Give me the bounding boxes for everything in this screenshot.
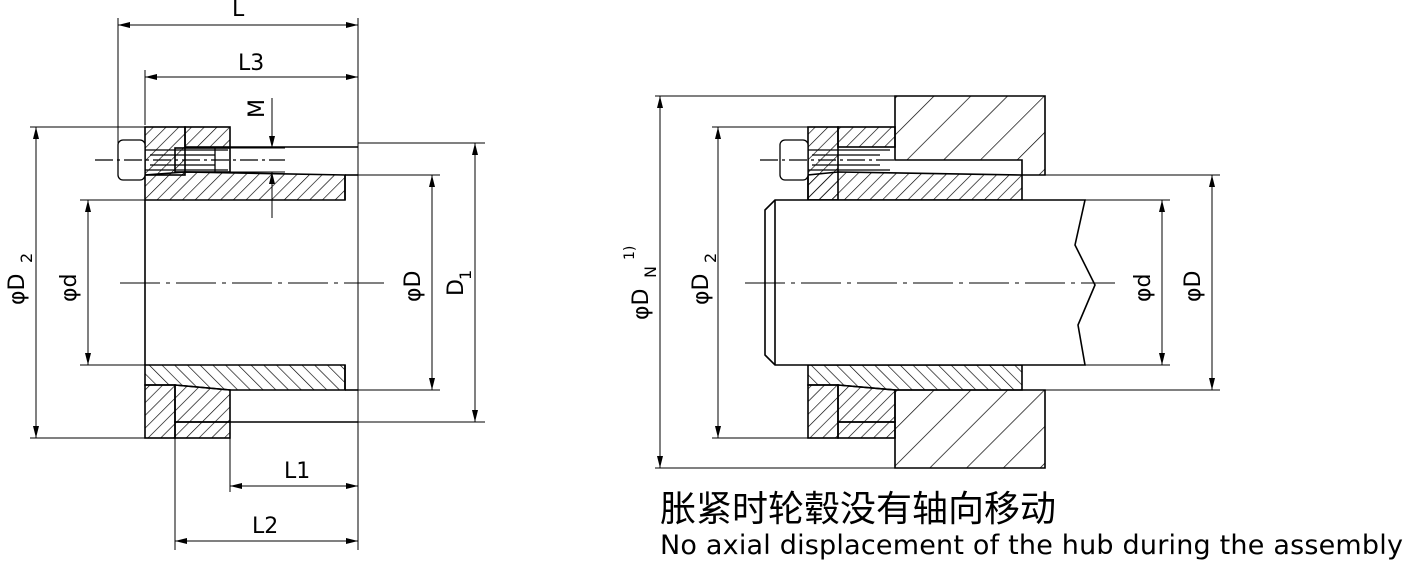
label-phi-DN-sub: N xyxy=(641,266,660,278)
hub-body xyxy=(894,95,1046,176)
left-drawing xyxy=(30,18,485,550)
label-D1: D xyxy=(444,279,469,296)
hub-body-lower xyxy=(894,389,1046,469)
label-phi-D: φD xyxy=(401,271,426,302)
caption-english: No axial displacement of the hub during … xyxy=(660,530,1404,561)
screw xyxy=(95,139,285,181)
label-phi-d-right: φd xyxy=(1131,274,1156,302)
label-phi-D2-right-sub: 2 xyxy=(701,253,720,263)
label-phi-D2-right: φD xyxy=(689,274,714,305)
right-drawing xyxy=(655,95,1220,469)
label-phi-D-right: φD xyxy=(1181,271,1206,302)
label-phi-DN-sup: 1) xyxy=(622,246,638,260)
label-L1: L1 xyxy=(284,459,310,484)
right-labels: φD N 1) φD 2 φd φD xyxy=(622,246,1206,320)
dimension-lines-right xyxy=(657,96,1215,468)
label-phi-DN: φD xyxy=(629,289,654,320)
label-L2: L2 xyxy=(252,514,278,539)
extension-lines-right xyxy=(655,95,1220,469)
dimension-lines xyxy=(33,22,478,544)
label-D1-sub: 1 xyxy=(456,270,475,280)
label-L: L xyxy=(232,0,245,22)
label-phi-d: φd xyxy=(57,274,82,302)
label-L3: L3 xyxy=(238,51,264,76)
screw-right xyxy=(760,139,895,181)
label-M: M xyxy=(245,99,270,118)
left-labels: L L3 M L1 L2 φD 2 φd φD D 1 xyxy=(5,0,475,539)
hub-outline xyxy=(144,126,358,439)
caption-chinese: 胀紧时轮毂没有轴向移动 xyxy=(660,489,1057,530)
locking-assembly xyxy=(807,126,1023,439)
label-phi-D2-sub: 2 xyxy=(17,253,36,263)
label-phi-D2: φD xyxy=(5,274,30,305)
